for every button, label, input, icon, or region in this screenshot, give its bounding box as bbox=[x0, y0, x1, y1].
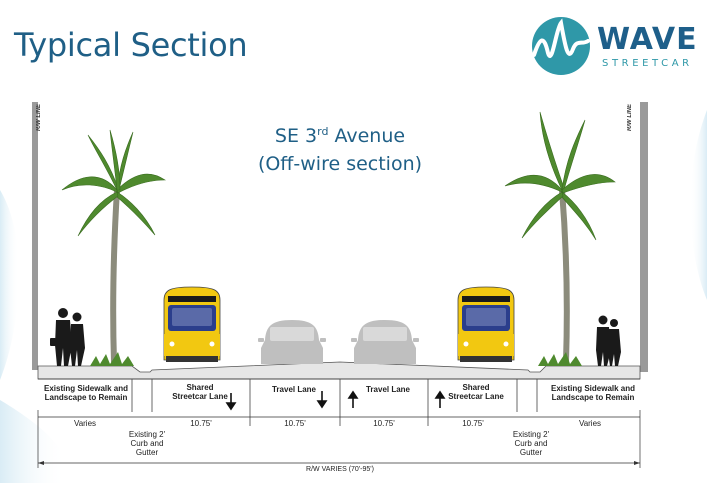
arrow-up-icon bbox=[347, 390, 359, 399]
label-shared-lane-left: Shared Streetcar Lane bbox=[172, 383, 228, 401]
heading-avenue: Avenue bbox=[328, 125, 406, 147]
palm-tree-left bbox=[61, 129, 166, 363]
label-sidewalk-left: Existing Sidewalk and Landscape to Remai… bbox=[43, 384, 129, 402]
shrub-left bbox=[90, 352, 134, 366]
arrow-down-icon bbox=[225, 402, 237, 411]
label-width-shared-right: 10.75' bbox=[462, 419, 484, 428]
dimension-lines bbox=[37, 410, 641, 468]
logo-wordmark: WAVE bbox=[597, 22, 698, 57]
label-varies-right: Varies bbox=[578, 419, 602, 428]
lane-dividers bbox=[131, 379, 538, 426]
streetcar-left bbox=[163, 286, 221, 362]
slide-title: Typical Section bbox=[14, 26, 248, 64]
wave-streetcar-logo: WAVE STREETCAR bbox=[530, 12, 705, 80]
wave-logo-icon bbox=[532, 17, 590, 75]
shrub-right bbox=[538, 352, 582, 366]
label-curb-left: Existing 2' Curb and Gutter bbox=[128, 430, 166, 457]
arrow-down-icon bbox=[316, 400, 328, 409]
palm-tree-right bbox=[504, 111, 616, 363]
rw-line-label-right: R/W LINE bbox=[627, 104, 633, 131]
rw-wall-left bbox=[32, 102, 38, 370]
label-rw-total: R/W VARIES (70'-95') bbox=[306, 466, 374, 473]
heading-ordinal: rd bbox=[317, 125, 329, 138]
car-left bbox=[258, 320, 326, 364]
label-curb-right: Existing 2' Curb and Gutter bbox=[512, 430, 550, 457]
dimension-arrowheads bbox=[38, 461, 640, 465]
pedestrians-left bbox=[50, 308, 85, 366]
label-width-shared-left: 10.75' bbox=[190, 419, 212, 428]
roadway-surface bbox=[37, 361, 641, 380]
section-heading: SE 3rd Avenue (Off-wire section) bbox=[220, 118, 460, 178]
heading-subtitle: (Off-wire section) bbox=[257, 153, 423, 175]
label-travel-lane-right: Travel Lane bbox=[365, 385, 411, 394]
label-shared-lane-right: Shared Streetcar Lane bbox=[448, 383, 504, 401]
direction-arrows bbox=[225, 390, 446, 411]
label-width-travel-left: 10.75' bbox=[284, 419, 306, 428]
label-travel-lane-left: Travel Lane bbox=[271, 385, 317, 394]
logo-subtitle: STREETCAR bbox=[602, 58, 693, 69]
rw-line-label-left: R/W LINE bbox=[36, 104, 42, 131]
arrow-up-icon bbox=[434, 390, 446, 399]
heading-street: SE 3 bbox=[274, 125, 318, 147]
label-sidewalk-right: Existing Sidewalk and Landscape to Remai… bbox=[550, 384, 636, 402]
car-right bbox=[351, 320, 419, 364]
label-width-travel-right: 10.75' bbox=[373, 419, 395, 428]
rw-wall-right bbox=[640, 102, 648, 372]
streetcar-right bbox=[457, 286, 515, 362]
label-varies-left: Varies bbox=[73, 419, 97, 428]
pedestrians-right bbox=[596, 315, 621, 366]
